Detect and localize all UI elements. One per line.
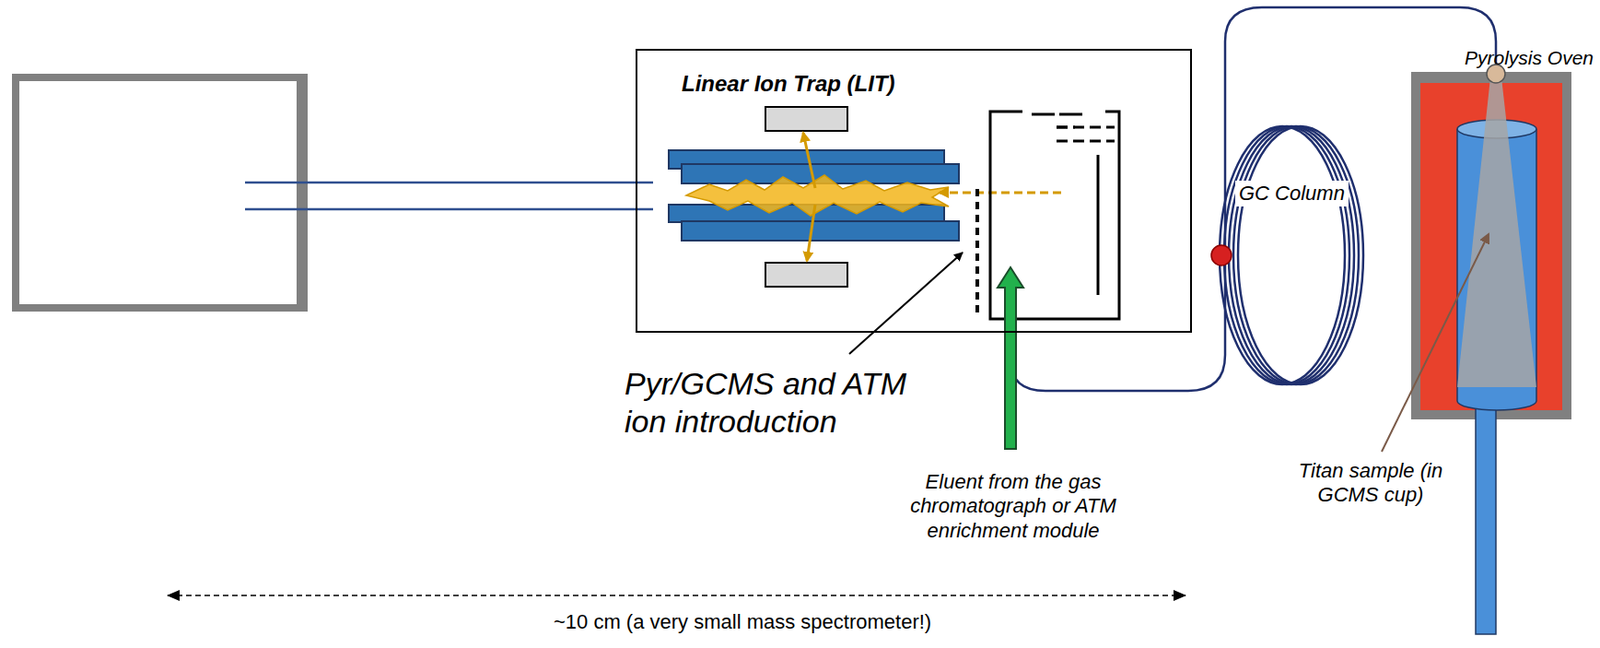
- coil-winding: [1233, 126, 1359, 385]
- ejection-arrow: [806, 204, 816, 261]
- part-label: Pyrolysis Oven: [1464, 46, 1594, 70]
- box-title: Linear Ion Trap (LIT): [681, 70, 896, 97]
- ion-injection-arrow: [939, 191, 1062, 195]
- gc-column-coil: [1219, 126, 1364, 385]
- detector-plate: [765, 106, 848, 131]
- cup-stem: [1475, 405, 1496, 634]
- filament-dash: [1056, 126, 1115, 129]
- tube-line: [245, 181, 654, 185]
- coil-winding: [1228, 126, 1355, 385]
- coil-winding: [1237, 126, 1364, 385]
- callout-label: Titan sample (in GCMS cup): [1296, 458, 1445, 508]
- filament-dash: [1059, 113, 1083, 117]
- eluent-arrow: [997, 267, 1024, 449]
- gate-lens: [975, 188, 980, 316]
- leader-line: [849, 252, 963, 354]
- callout-label: Eluent from the gas chromatograph or ATM…: [898, 469, 1129, 543]
- dimension-arrow: [167, 594, 1186, 596]
- filament-dash: [1031, 113, 1055, 117]
- trap-rod: [681, 221, 959, 241]
- oven-housing: [1411, 71, 1572, 420]
- housing-box: [15, 77, 304, 308]
- pyrolysis-plume: [1457, 77, 1537, 387]
- tube-line: [245, 208, 654, 211]
- instrument-box: Linear Ion Trap (LIT): [635, 48, 1192, 333]
- dimension-label: ~10 cm (a very small mass spectrometer!): [553, 609, 932, 634]
- ejection-arrow: [803, 132, 816, 188]
- detector-plate: [765, 262, 848, 287]
- part-label: GC Column: [1235, 180, 1349, 207]
- housing-edge: [296, 73, 308, 312]
- filament-dash: [1056, 140, 1115, 143]
- gc-transfer-line: [1010, 262, 1226, 391]
- leader-line: [1381, 233, 1489, 452]
- coil-winding: [1224, 126, 1350, 385]
- repeller-plate: [1097, 154, 1100, 295]
- ion-cloud: [686, 175, 949, 216]
- callout-label: Pyr/GCMS and ATM ion introduction: [624, 364, 957, 441]
- column-junction: [1211, 245, 1232, 266]
